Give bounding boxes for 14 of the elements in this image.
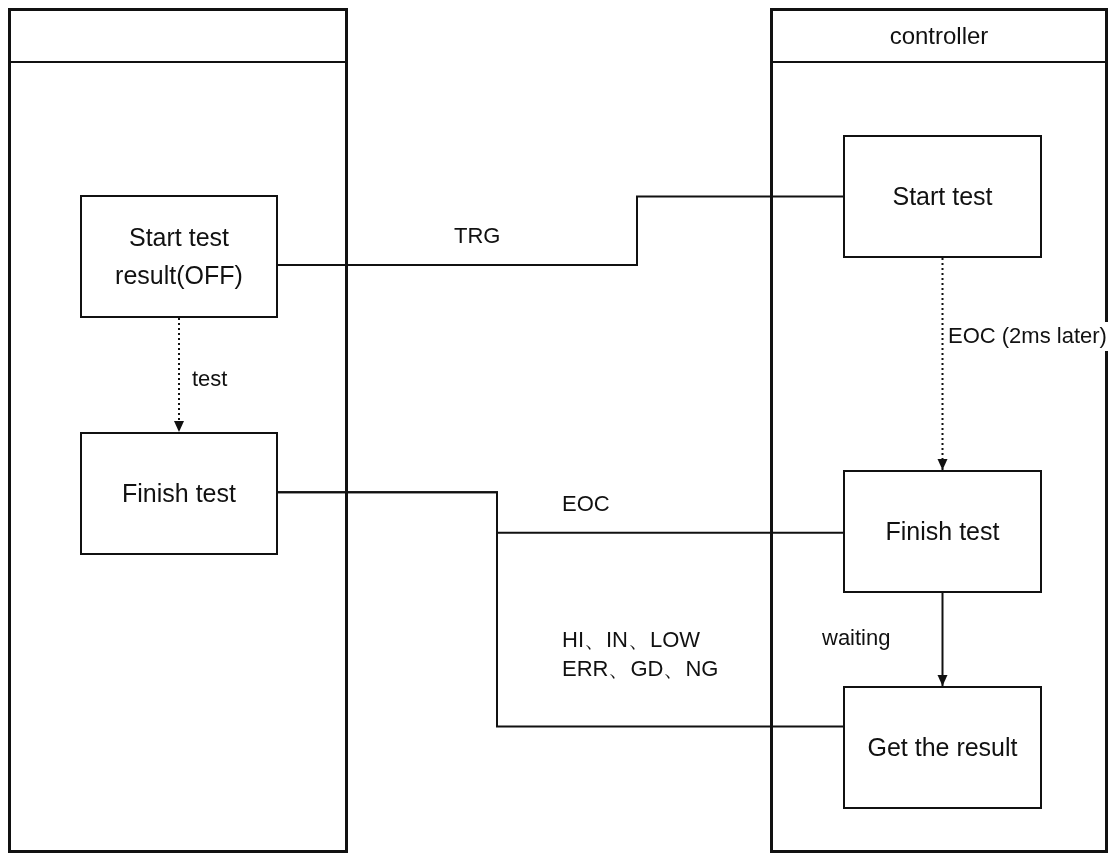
process-box: Finish test bbox=[80, 432, 278, 555]
swimlane bbox=[8, 8, 348, 853]
arrow bbox=[937, 257, 948, 471]
connector-line bbox=[277, 491, 844, 728]
swimlane bbox=[770, 8, 1108, 853]
process-box: Get the result bbox=[843, 686, 1042, 809]
process-box: Start test bbox=[843, 135, 1042, 258]
process-box: Start test result(OFF) bbox=[80, 195, 278, 318]
connector-line bbox=[277, 195, 844, 267]
lane-header: controller bbox=[773, 11, 1105, 63]
arrow bbox=[937, 592, 948, 687]
process-box: Finish test bbox=[843, 470, 1042, 593]
edge-label: EOC (2ms later) bbox=[946, 322, 1109, 351]
arrow bbox=[174, 317, 184, 433]
